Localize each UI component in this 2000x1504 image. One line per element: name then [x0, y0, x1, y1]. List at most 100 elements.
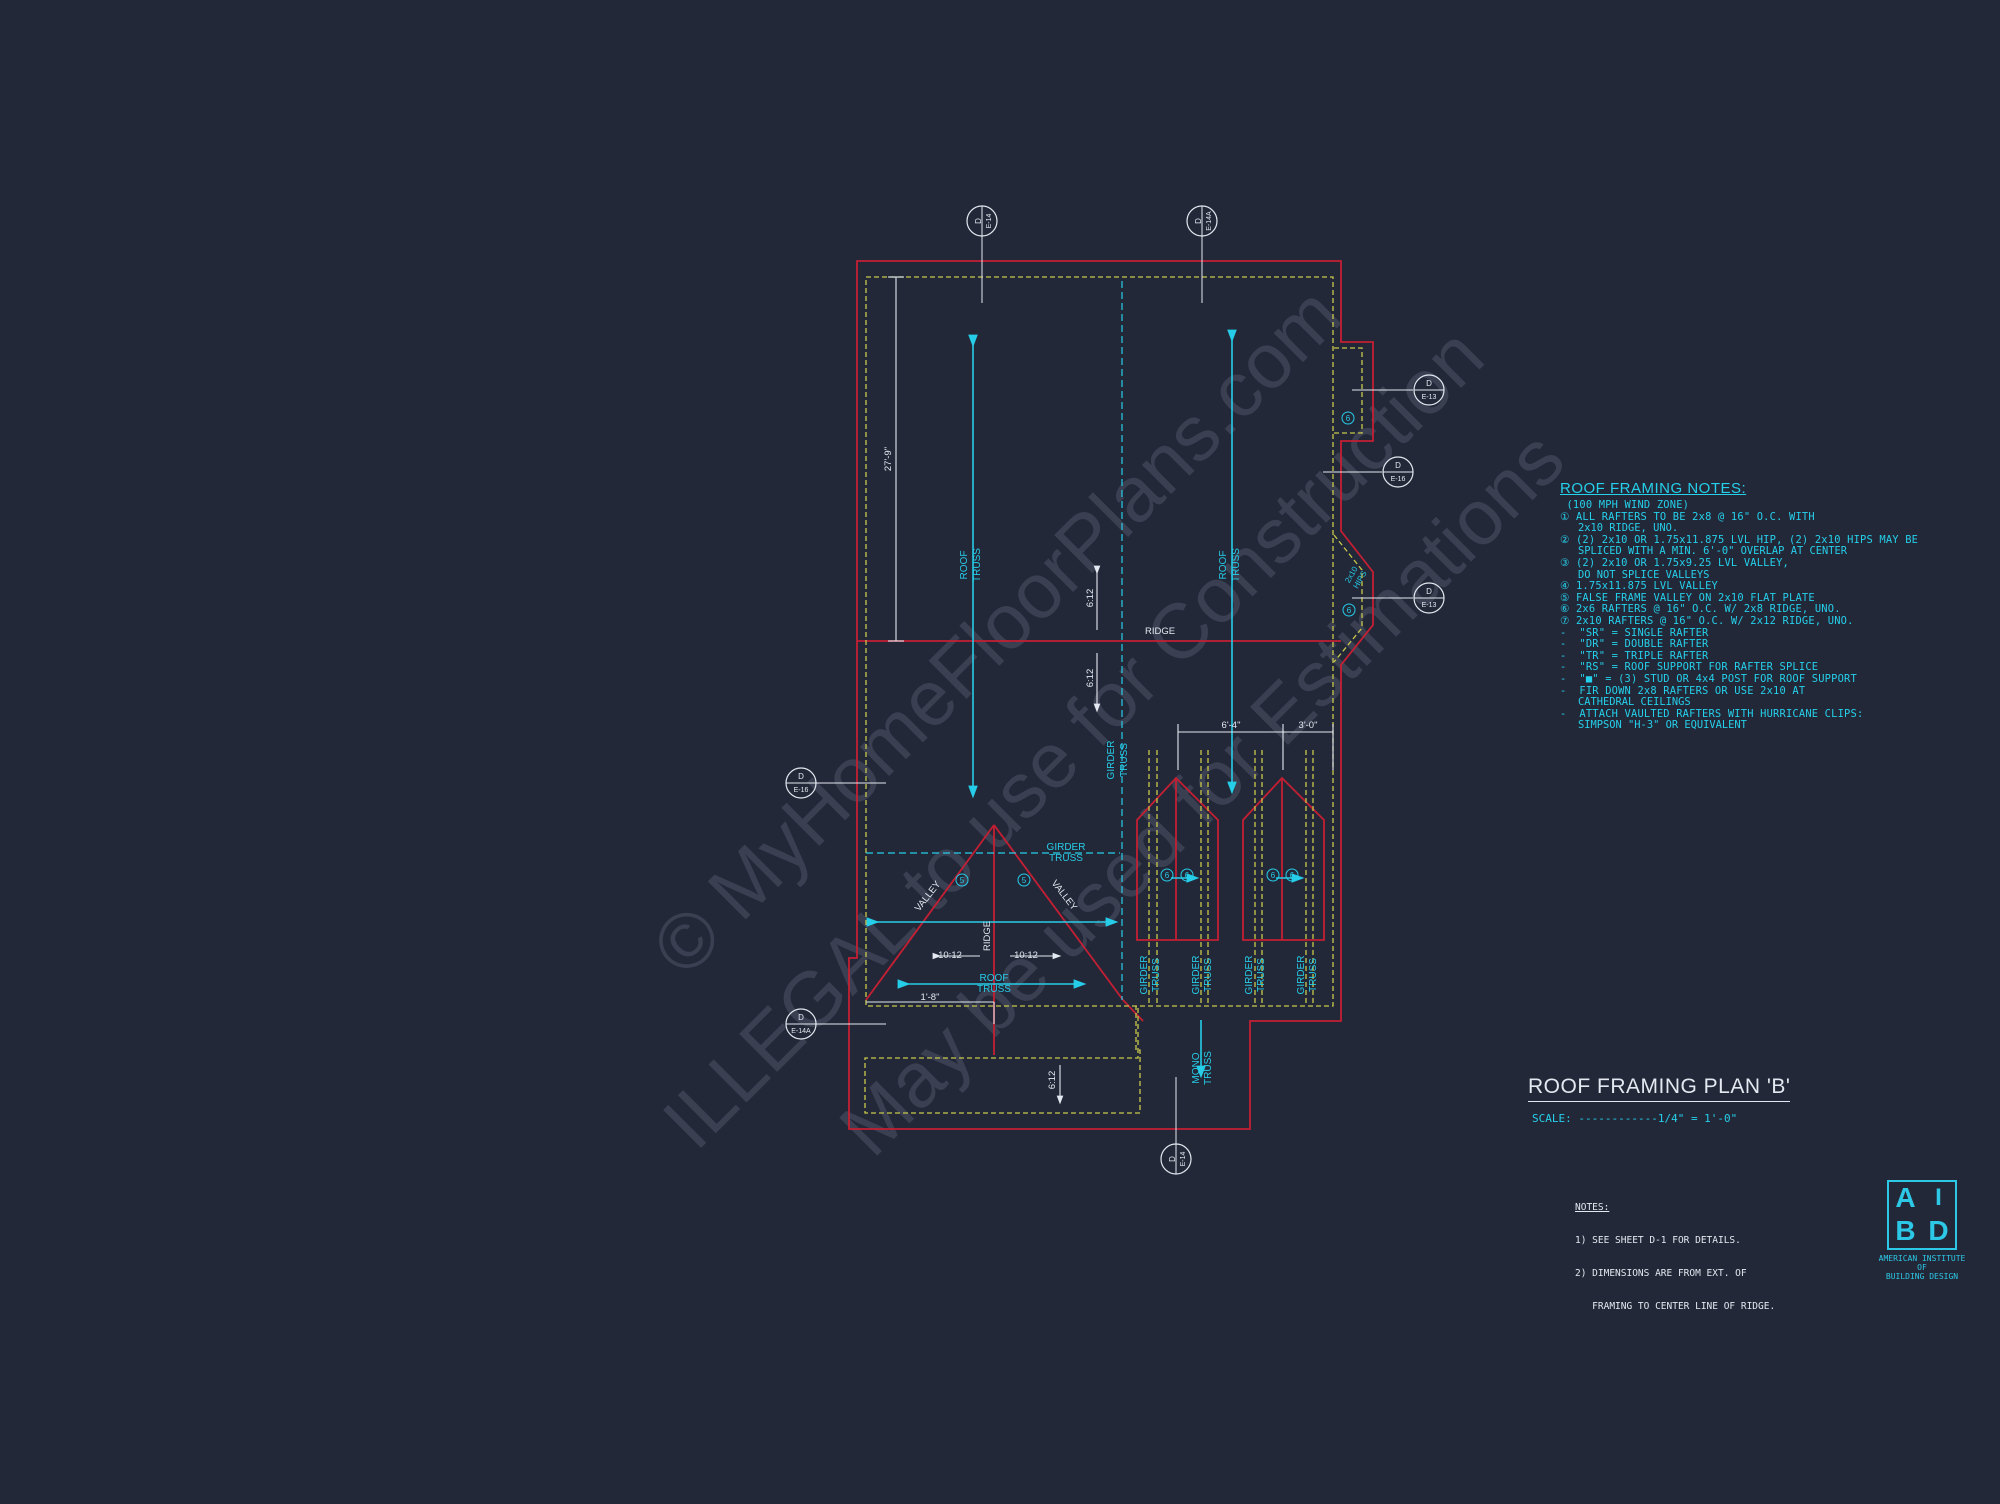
svg-text:5: 5 [1022, 876, 1027, 885]
svg-text:6: 6 [1271, 871, 1276, 880]
svg-text:D: D [1168, 1156, 1177, 1162]
note-line: (100 MPH WIND ZONE) [1560, 499, 1690, 511]
svg-text:GIRDER: GIRDER [1047, 842, 1086, 853]
footer-notes: NOTES: 1) SEE SHEET D-1 FOR DETAILS. 2) … [1575, 1180, 1775, 1323]
footer-note: FRAMING TO CENTER LINE OF RIDGE. [1575, 1301, 1776, 1312]
svg-text:D: D [798, 1013, 804, 1022]
ridge-label: RIDGE [982, 921, 993, 951]
svg-text:TRUSS: TRUSS [1151, 958, 1162, 992]
note-line: - "SR" = SINGLE RAFTER [1560, 626, 1709, 639]
svg-text:E-13: E-13 [1422, 602, 1437, 609]
svg-text:6: 6 [1185, 871, 1190, 880]
svg-text:6: 6 [1165, 871, 1170, 880]
section-marker: D E-14A [1186, 205, 1218, 237]
note-line: SPLICED WITH A MIN. 6'-0" OVERLAP AT CEN… [1578, 545, 1847, 558]
svg-text:GIRDER: GIRDER [1106, 741, 1117, 780]
watermark: © MyHomeFloorPlans.com ILLEGAL to use fo… [635, 270, 1580, 1172]
note-line: - "DR" = DOUBLE RAFTER [1560, 638, 1709, 651]
svg-text:6: 6 [1346, 414, 1351, 423]
marker-leaders [816, 236, 1413, 1144]
svg-text:GIRDER: GIRDER [1244, 956, 1255, 995]
note-line: - ATTACH VAULTED RAFTERS WITH HURRICANE … [1560, 707, 1864, 720]
note-line: - "RS" = ROOF SUPPORT FOR RAFTER SPLICE [1560, 661, 1819, 674]
svg-text:TRUSS: TRUSS [1203, 958, 1214, 992]
svg-text:E-13: E-13 [1422, 394, 1437, 401]
note-line: ⑥ 2x6 RAFTERS @ 16" O.C. W/ 2x8 RIDGE, U… [1560, 603, 1841, 616]
truss-arrows [866, 329, 1305, 1079]
plan-title: ROOF FRAMING PLAN 'B' [1528, 1075, 1791, 1102]
note-line: ⑦ 2x10 RAFTERS @ 16" O.C. W/ 2x12 RIDGE,… [1560, 614, 1854, 627]
watermark-line-2: ILLEGAL to use for Construction [646, 311, 1500, 1165]
pitch-label: 10:12 [938, 950, 962, 961]
svg-text:TRUSS: TRUSS [1119, 743, 1130, 777]
note-line: SIMPSON "H-3" OR EQUIVALENT [1578, 719, 1747, 732]
section-marker: D E-16 [1382, 456, 1414, 488]
svg-text:D: D [798, 772, 804, 781]
note-line: - "■" = (3) STUD OR 4x4 POST FOR ROOF SU… [1560, 672, 1857, 685]
svg-text:D: D [1194, 218, 1203, 224]
svg-text:E-14A: E-14A [1206, 211, 1213, 231]
dimension-lines [866, 276, 1334, 1105]
note-callouts [955, 411, 1356, 887]
note-line: ① ALL RAFTERS TO BE 2x8 @ 16" O.C. WITH [1560, 510, 1815, 523]
watermark-line-1: © MyHomeFloorPlans.com [635, 270, 1357, 992]
svg-text:6: 6 [1290, 871, 1295, 880]
svg-text:ROOF: ROOF [959, 551, 970, 580]
plan-scale: SCALE: ------------1/4" = 1'-0" [1532, 1112, 1738, 1125]
svg-text:TRUSS: TRUSS [1231, 548, 1242, 582]
svg-text:E-16: E-16 [1391, 476, 1406, 483]
svg-text:TRUSS: TRUSS [972, 548, 983, 582]
svg-text:D: D [974, 218, 983, 224]
svg-text:5: 5 [960, 876, 965, 885]
footer-note: 2) DIMENSIONS ARE FROM EXT. OF [1575, 1268, 1747, 1279]
section-marker: D E-14 [966, 205, 998, 237]
section-marker: D E-16 [785, 767, 817, 799]
dimension-label: 6'-4" [1222, 720, 1241, 731]
roof-framing-notes: ROOF FRAMING NOTES: (100 MPH WIND ZONE)①… [1560, 480, 1990, 732]
note-line: - FIR DOWN 2x8 RAFTERS OR USE 2x10 AT [1560, 684, 1806, 697]
girder-dashed-lines [866, 281, 1123, 1000]
notes-title: ROOF FRAMING NOTES: [1560, 480, 1747, 497]
ridge-label: RIDGE [1145, 626, 1175, 637]
svg-text:ROOF: ROOF [1218, 551, 1229, 580]
svg-text:E-14: E-14 [1180, 1152, 1187, 1167]
svg-text:GIRDER: GIRDER [1191, 956, 1202, 995]
logo-mark: A I B D [1887, 1180, 1957, 1250]
section-marker: D E-14 [1160, 1143, 1192, 1175]
svg-text:E-16: E-16 [794, 787, 809, 794]
svg-text:TRUSS: TRUSS [1049, 853, 1083, 864]
pitch-label: 6:12 [1085, 589, 1096, 608]
footer-notes-header: NOTES: [1575, 1202, 1610, 1213]
svg-text:TRUSS: TRUSS [1256, 958, 1267, 992]
note-line: CATHEDRAL CEILINGS [1578, 696, 1691, 709]
section-marker: D E-14A [785, 1008, 817, 1040]
svg-text:D: D [1395, 461, 1401, 470]
logo-text: AMERICAN INSTITUTE OF BUILDING DESIGN [1878, 1254, 1966, 1281]
svg-text:E-14: E-14 [986, 214, 993, 229]
svg-text:E-14A: E-14A [791, 1028, 811, 1035]
note-line: ④ 1.75x11.875 LVL VALLEY [1560, 580, 1718, 593]
note-line: DO NOT SPLICE VALLEYS [1578, 568, 1710, 581]
notes-list: (100 MPH WIND ZONE)① ALL RAFTERS TO BE 2… [1560, 499, 1990, 732]
footer-note: 1) SEE SHEET D-1 FOR DETAILS. [1575, 1235, 1741, 1246]
dimension-label: 27'-9" [883, 447, 894, 471]
note-line: ③ (2) 2x10 OR 1.75x9.25 LVL VALLEY, [1560, 556, 1790, 569]
aibd-logo: A I B D AMERICAN INSTITUTE OF BUILDING D… [1872, 1180, 1972, 1281]
svg-text:6: 6 [1347, 606, 1352, 615]
svg-text:GIRDER: GIRDER [1296, 956, 1307, 995]
svg-text:GIRDER: GIRDER [1139, 956, 1150, 995]
svg-text:TRUSS: TRUSS [1203, 1051, 1214, 1085]
note-line: - "TR" = TRIPLE RAFTER [1560, 649, 1709, 662]
note-callout-numbers: 6 6 5 5 6 6 6 6 [960, 414, 1352, 885]
svg-text:TRUSS: TRUSS [977, 984, 1011, 995]
svg-text:D: D [1426, 587, 1432, 596]
svg-text:ROOF: ROOF [980, 973, 1009, 984]
dimension-label: 1'-8" [921, 992, 940, 1003]
framing-dashed-lines [864, 276, 1363, 1114]
svg-text:D: D [1426, 379, 1432, 388]
pitch-label: 6:12 [1047, 1071, 1058, 1090]
section-marker: D E-13 [1413, 582, 1445, 614]
